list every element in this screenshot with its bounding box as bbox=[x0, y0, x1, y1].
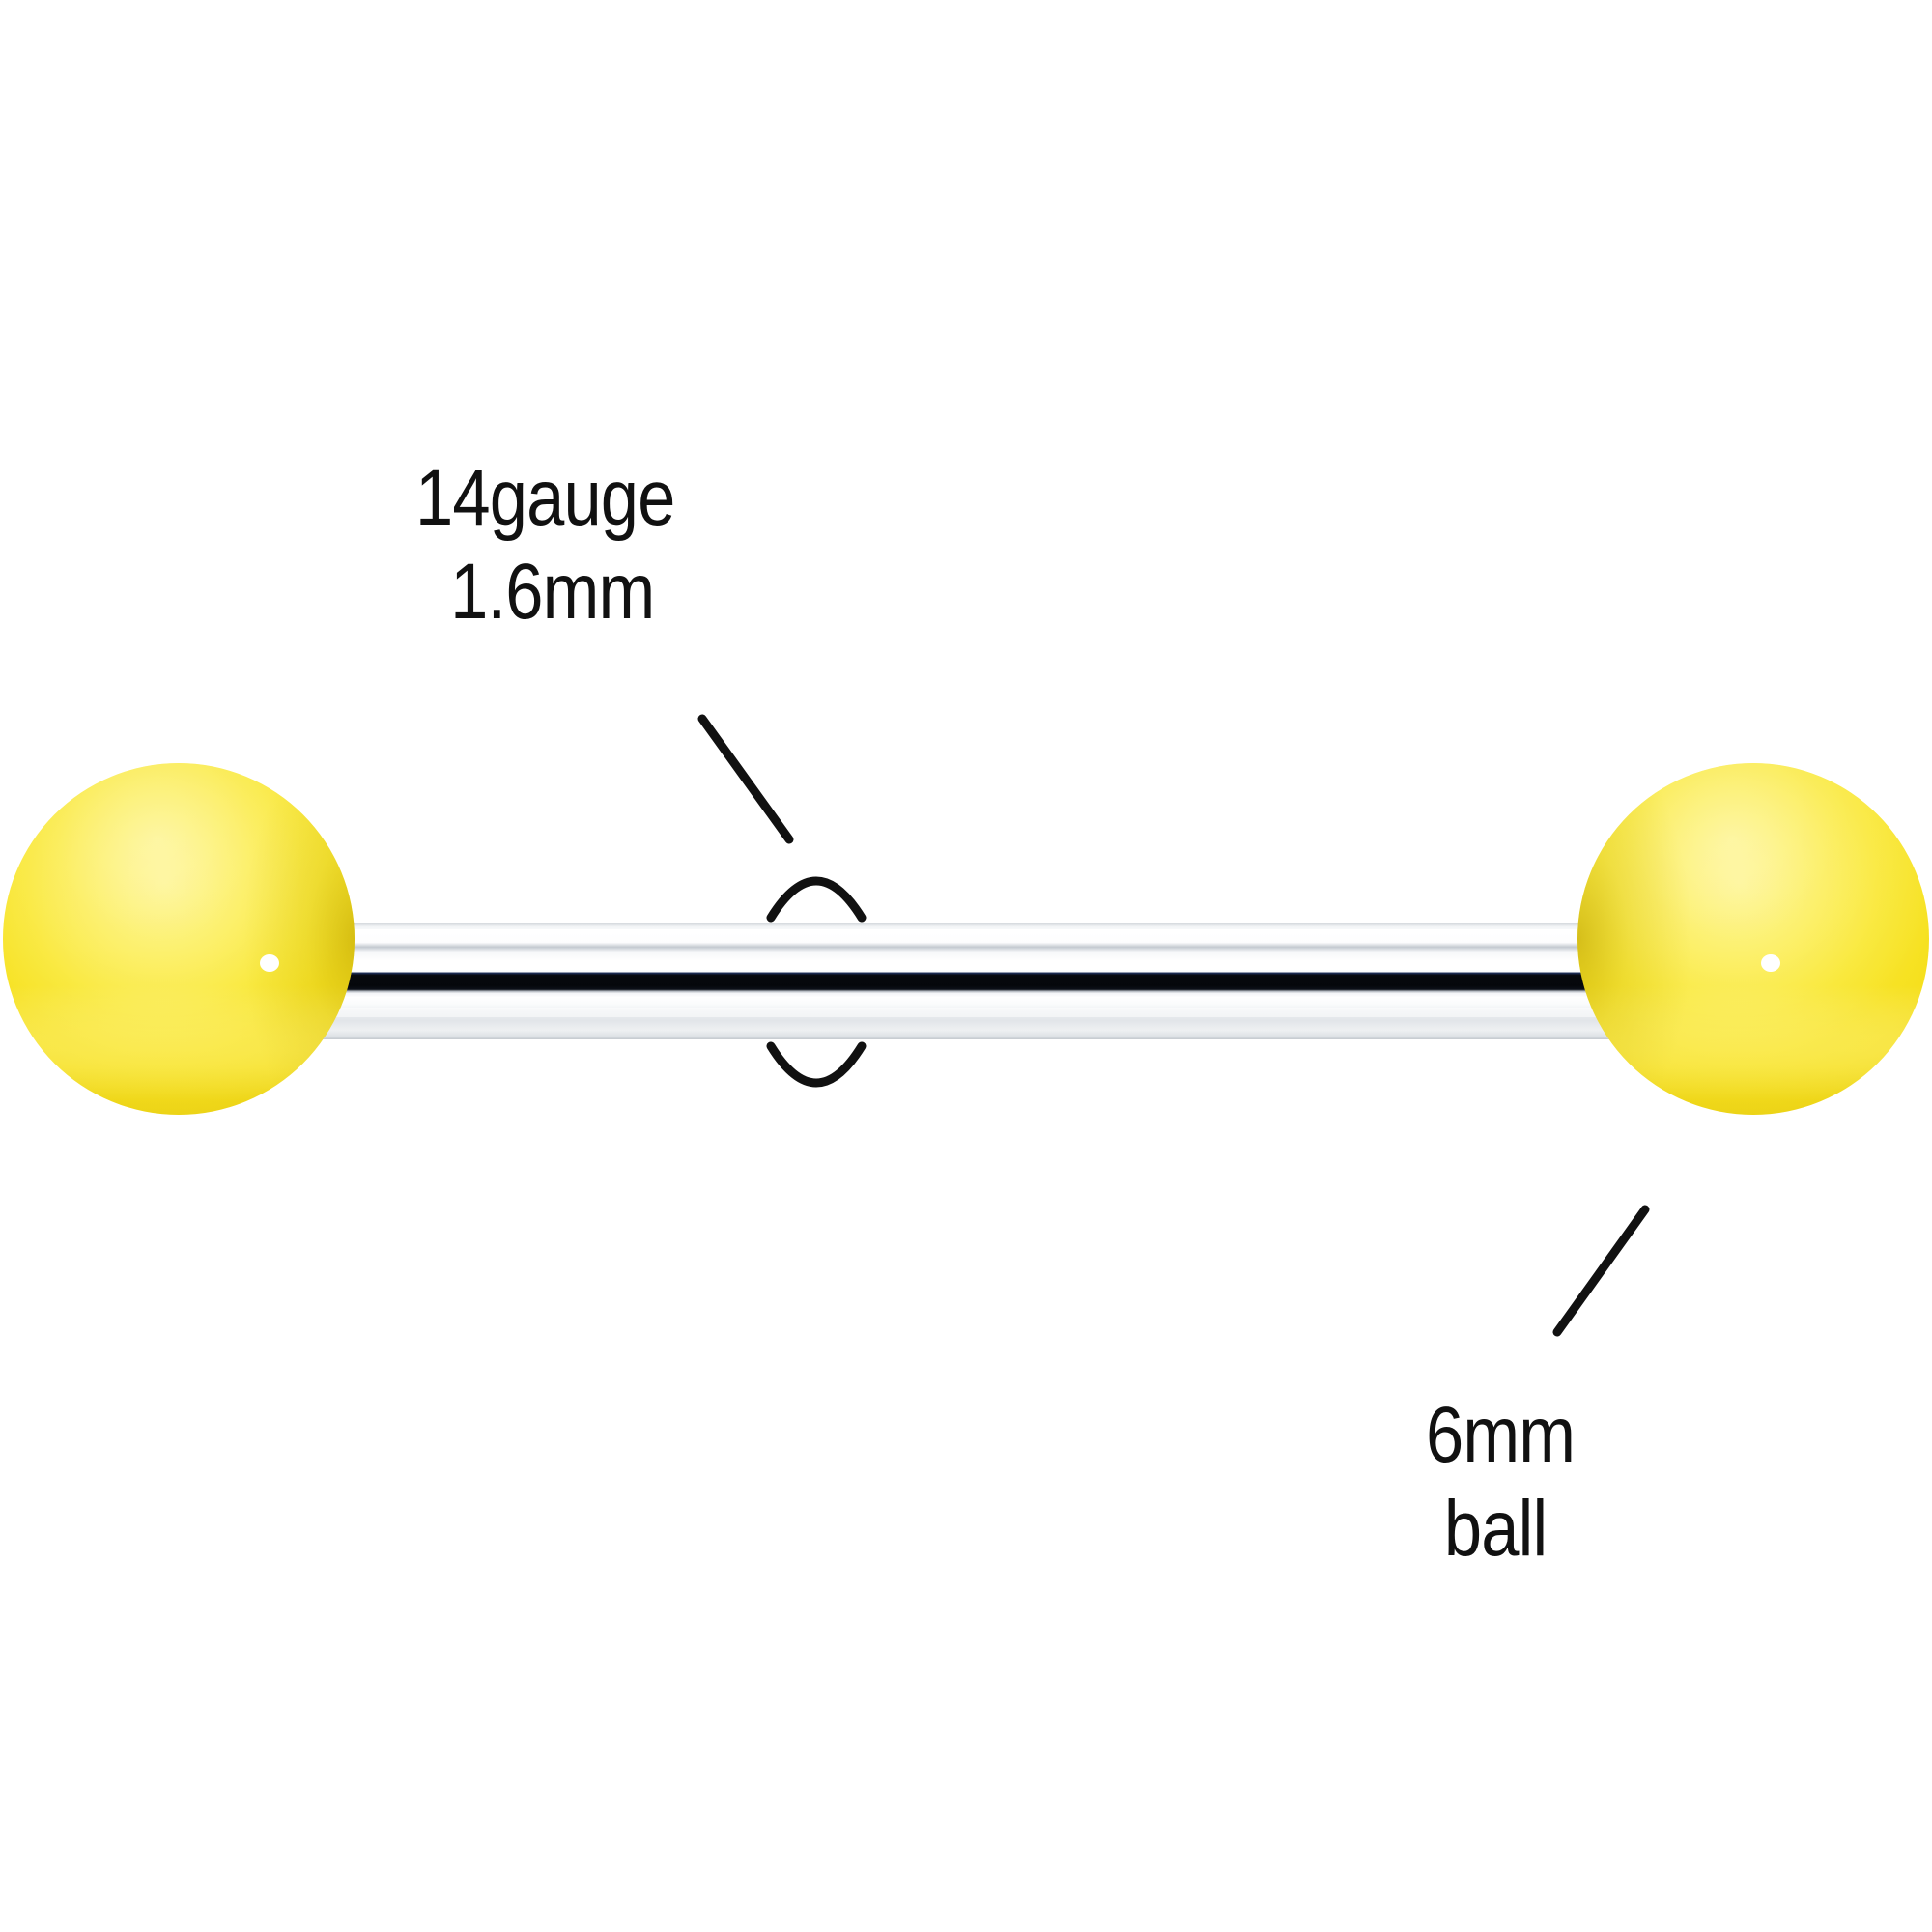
ball-leader-line bbox=[1552, 1205, 1650, 1337]
ball-callout-line-2: ball bbox=[1443, 1484, 1548, 1573]
gauge-leader-line bbox=[697, 714, 794, 844]
gauge-callout-label: 14gauge 1.6mm bbox=[415, 452, 675, 639]
bracket-arc-top bbox=[766, 876, 867, 923]
gauge-callout-line-1: 14gauge bbox=[415, 454, 675, 542]
bracket-arc-bottom bbox=[766, 1041, 867, 1088]
ball-callout-line-1: 6mm bbox=[1426, 1391, 1576, 1479]
ball-callout-label: 6mm ball bbox=[1426, 1389, 1576, 1577]
barbell-shaft bbox=[319, 923, 1613, 1039]
left-ball-specular-highlight bbox=[260, 954, 279, 972]
right-ball-specular-highlight bbox=[1761, 954, 1780, 972]
gauge-callout-line-2: 1.6mm bbox=[450, 547, 655, 636]
left-acrylic-ball bbox=[3, 763, 355, 1115]
bar-diameter-bracket bbox=[766, 876, 867, 1088]
right-acrylic-ball bbox=[1577, 763, 1929, 1115]
